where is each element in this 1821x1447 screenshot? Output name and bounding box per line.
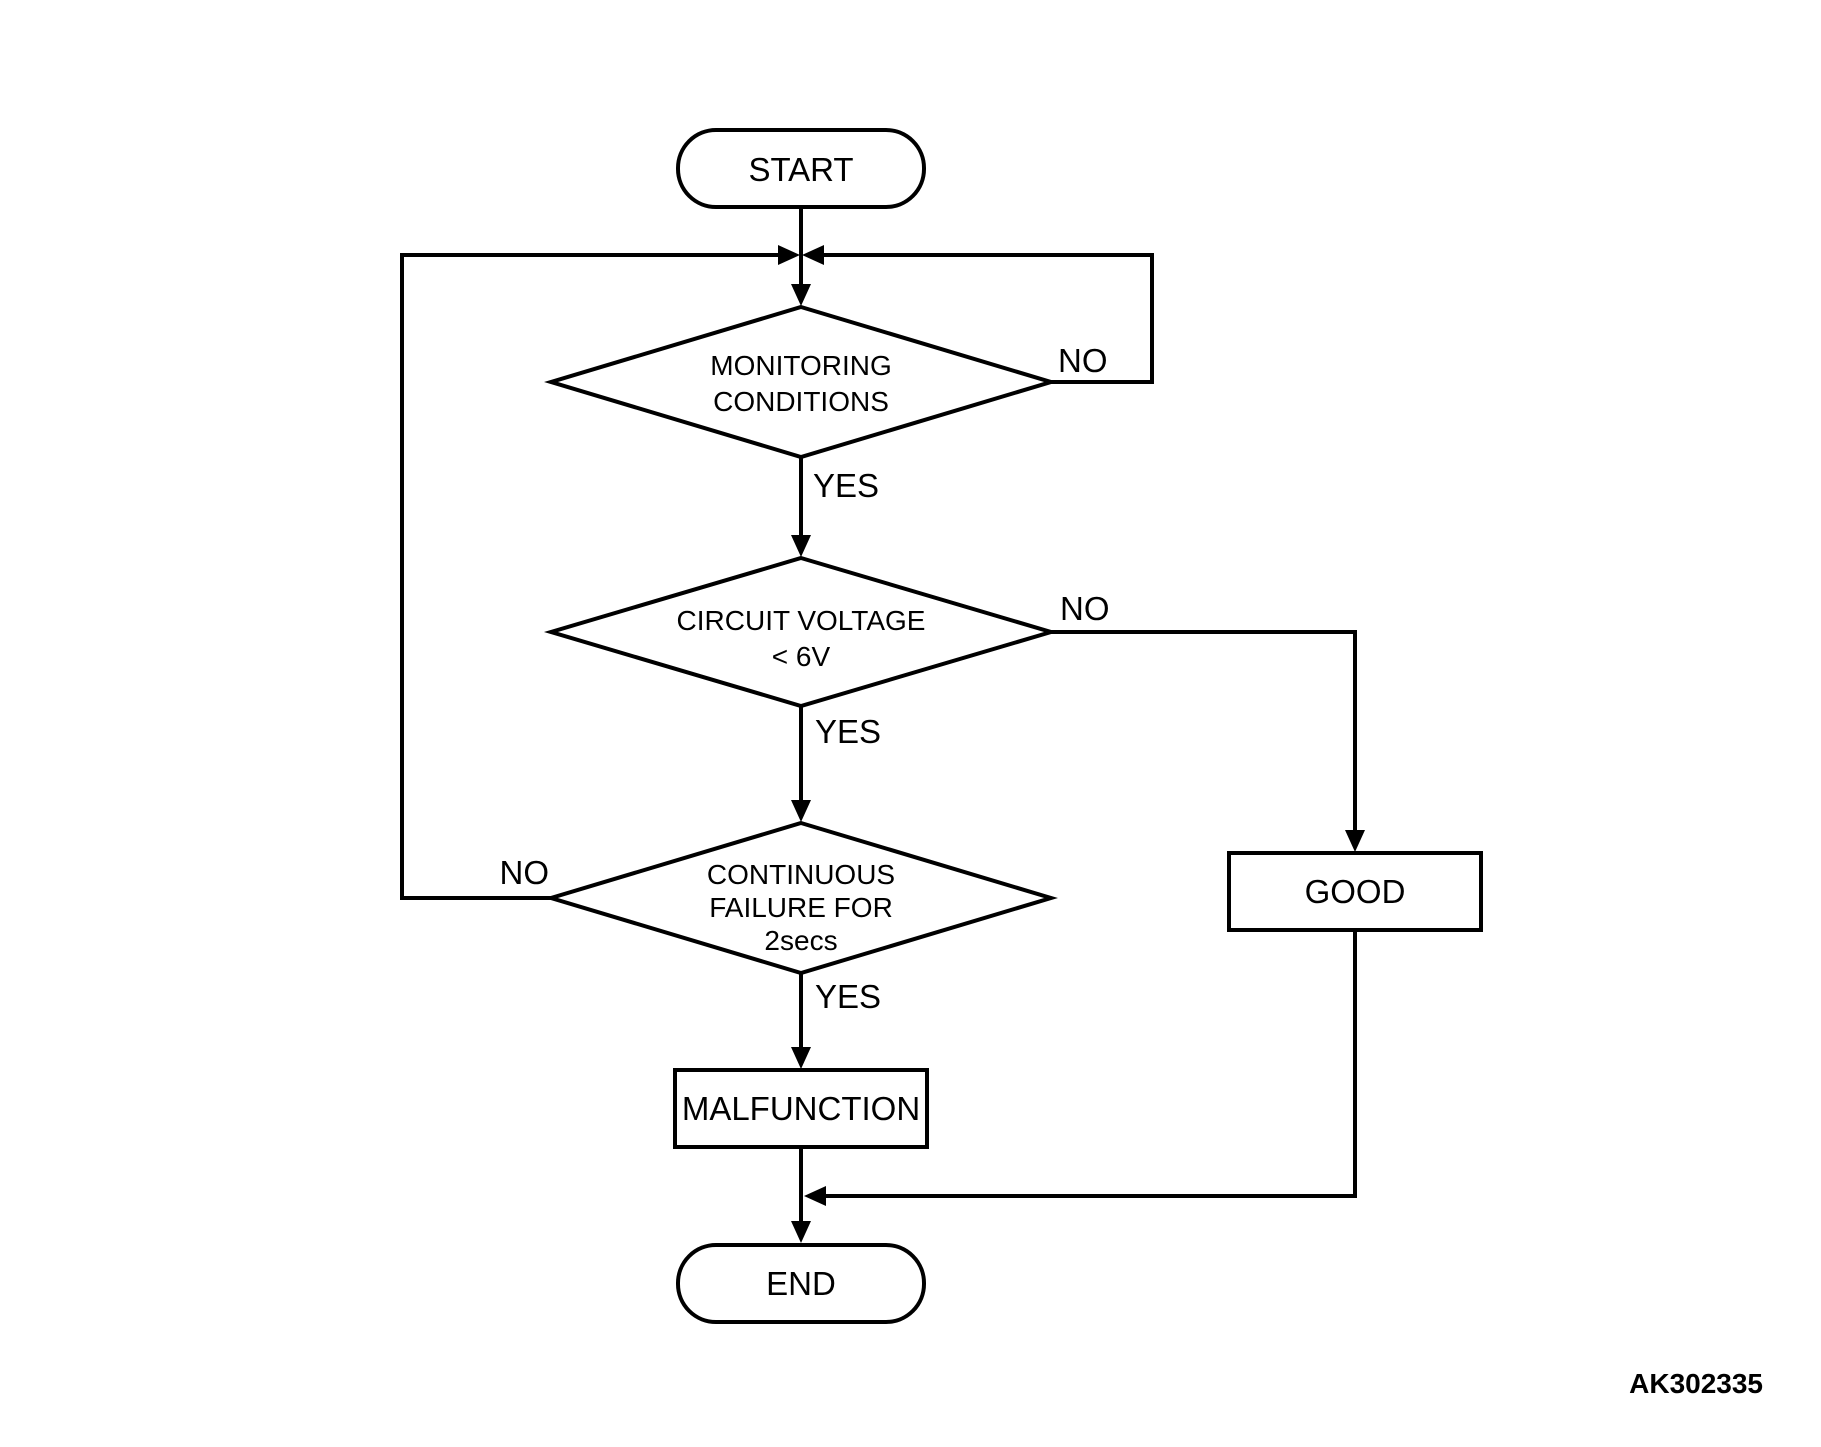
- arrowhead-into-decision1-icon: [791, 284, 811, 306]
- start-node-label: START: [748, 151, 853, 188]
- arrowhead-into-end-icon: [791, 1221, 811, 1243]
- decision3-no-label: NO: [500, 854, 550, 891]
- arrowhead-into-decision2-icon: [791, 535, 811, 557]
- decision1-yes-label: YES: [813, 467, 879, 504]
- decision2-label-line2: < 6V: [772, 641, 831, 672]
- arrowhead-merge-icon: [804, 1186, 826, 1206]
- edge-decision1-no-loopback: [822, 253, 1154, 384]
- decision3-continuous-failure: [544, 820, 1058, 976]
- decision2-circuit-voltage: [543, 555, 1059, 709]
- arrowhead-loop-left-icon: [778, 245, 800, 265]
- decision3-label-line1: CONTINUOUS: [707, 859, 895, 890]
- good-node-label: GOOD: [1305, 873, 1406, 910]
- decision1-no-label: NO: [1058, 342, 1108, 379]
- arrowhead-into-decision3-icon: [791, 800, 811, 822]
- start-node: [676, 128, 926, 209]
- arrowhead-loop-right-icon: [802, 245, 824, 265]
- end-node-label: END: [766, 1265, 836, 1302]
- decision2-yes-label: YES: [815, 713, 881, 750]
- arrowhead-into-malfunction-icon: [791, 1047, 811, 1069]
- malfunction-node: [673, 1068, 929, 1149]
- edge-decision2-no-to-good: [1051, 630, 1357, 832]
- decision3-label-line3: 2secs: [764, 925, 837, 956]
- arrowhead-into-good-icon: [1345, 830, 1365, 852]
- decision2-label-line1: CIRCUIT VOLTAGE: [677, 605, 926, 636]
- end-node: [676, 1243, 926, 1324]
- edge-decision3-no-loopback: [400, 253, 780, 900]
- good-node: [1227, 851, 1483, 932]
- decision1-monitoring-conditions: [544, 304, 1058, 460]
- edge-good-to-merge: [826, 930, 1357, 1198]
- decision1-label-line1: MONITORING: [710, 350, 891, 381]
- malfunction-node-label: MALFUNCTION: [682, 1090, 920, 1127]
- decision3-label-line2: FAILURE FOR: [709, 892, 893, 923]
- figure-id-label: AK302335: [1629, 1368, 1763, 1399]
- decision2-no-label: NO: [1060, 590, 1110, 627]
- decision3-yes-label: YES: [815, 978, 881, 1015]
- decision1-label-line2: CONDITIONS: [713, 386, 889, 417]
